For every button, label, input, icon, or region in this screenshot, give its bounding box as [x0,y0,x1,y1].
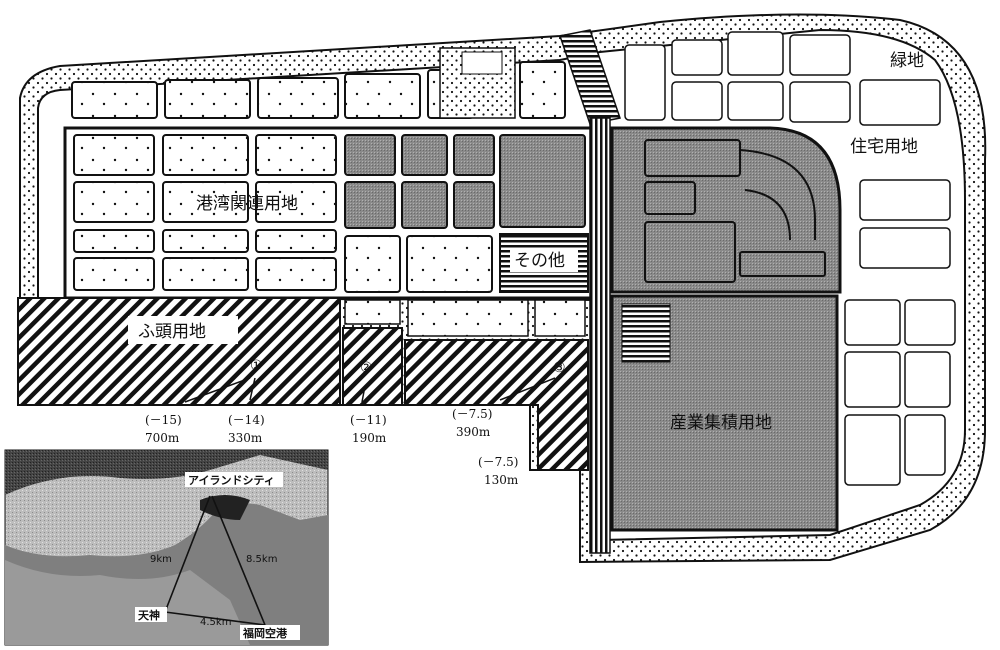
port-related-parcels [73,134,493,293]
berth-depth-3: (－11) [350,413,387,427]
canal-strip [559,29,621,125]
label-wharf: ふ頭用地 [138,322,206,342]
label-industrial: 産業集積用地 [670,413,772,433]
inset-island-city: アイランドシティ [188,474,275,487]
berth-depth-2: (－14) [228,413,265,427]
small-dotted-parcels-3 [534,299,586,337]
location-inset: アイランドシティ 9km 8.5km 4.5km 天神 福岡空港 [4,449,329,646]
berth-length-5: 130m [484,473,519,487]
small-dotted-parcels-2 [407,299,529,337]
industrial-north-roads [644,139,826,283]
label-residential: 住宅用地 [850,137,918,157]
industrial-south-lines [621,303,671,363]
wharf-area-2 [342,327,403,406]
berth-arrows [184,377,556,403]
inset-airport: 福岡空港 [242,626,288,640]
berth-length-3: 190m [352,431,387,445]
berth-length-1: 700m [145,431,180,445]
berth-depth-1: (－15) [145,413,182,427]
industrial-north [610,126,842,294]
wharf-area [17,297,341,406]
small-dotted-parcels [344,299,401,325]
berth-number-3: ③ [553,360,566,376]
berth-number-2: ② [360,360,373,376]
residential-blocks [624,31,956,486]
berth-depth-5: (－7.5) [478,455,518,469]
berth-depth-4: (－7.5) [452,407,492,421]
label-other: その他 [514,251,565,271]
inset-dist-island-airport: 8.5km [246,554,277,565]
gray-parcels [344,134,586,229]
wharf-label-bg [128,316,238,344]
label-greenbelt: 緑地 [890,51,924,71]
industrial-label-bg [662,410,802,434]
berth-length-4: 390m [456,425,491,439]
green-strip-north-inner [461,51,503,75]
wharf-area-3 [404,339,589,471]
berth-number-1: ① [250,358,263,374]
label-port-related: 港湾関連用地 [196,194,298,214]
vertical-canal [589,117,611,554]
inset-dist-tenjin-airport: 4.5km [200,617,231,628]
berth-length-2: 330m [228,431,263,445]
inset-dist-tenjin-island: 9km [150,554,172,565]
inset-tenjin: 天神 [138,608,160,622]
other-label-bg [510,248,578,272]
